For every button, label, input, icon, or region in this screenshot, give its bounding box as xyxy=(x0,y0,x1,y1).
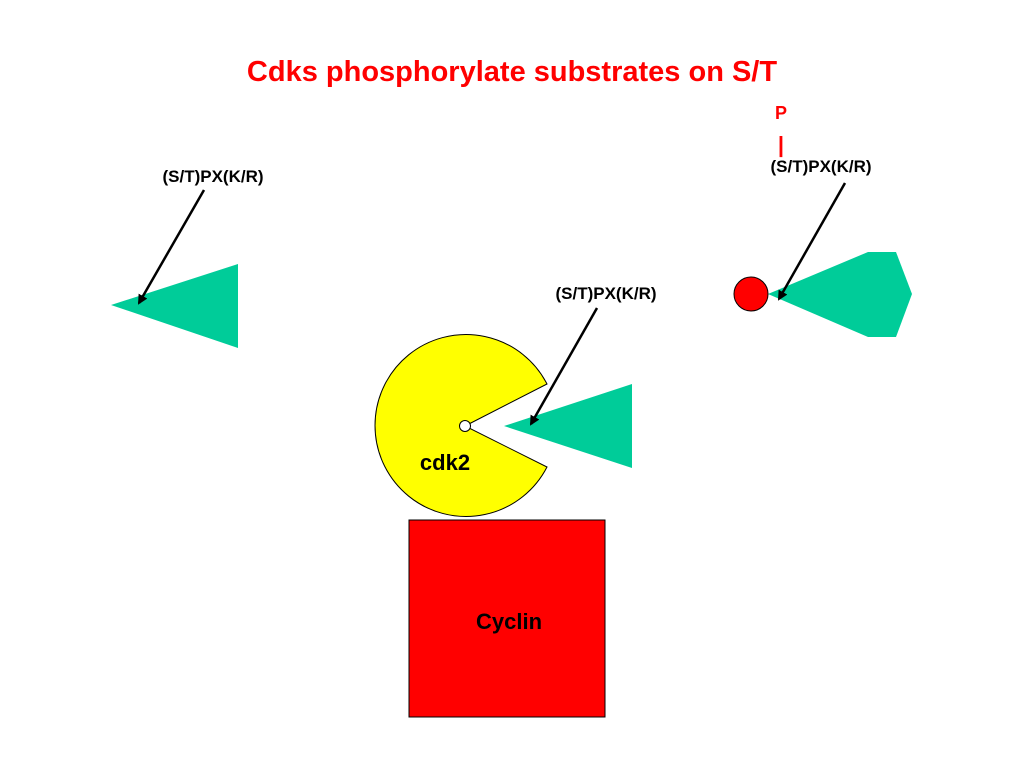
slide-title: Cdks phosphorylate substrates on S/T xyxy=(246,56,778,88)
phospho-label: P xyxy=(775,103,787,123)
motif-label-bound: (S/T)PX(K/R) xyxy=(555,284,656,303)
active-site xyxy=(459,420,471,432)
cyclin-box xyxy=(408,519,606,718)
arrow-bound xyxy=(529,307,599,426)
motif-label-phosphorylated: (S/T)PX(K/R) xyxy=(770,157,871,176)
motif-label-free: (S/T)PX(K/R) xyxy=(162,167,263,186)
arrow-phosphorylated xyxy=(777,182,847,301)
substrate-free xyxy=(111,264,238,348)
arrow-free xyxy=(137,189,206,305)
substrate-phosphorylated xyxy=(768,252,912,337)
phospho-bond: | xyxy=(778,132,784,157)
cdk2-label: cdk2 xyxy=(420,450,470,475)
substrate-bound xyxy=(504,384,632,468)
phosphate-circle xyxy=(733,276,769,312)
cyclin-label: Cyclin xyxy=(476,609,542,634)
